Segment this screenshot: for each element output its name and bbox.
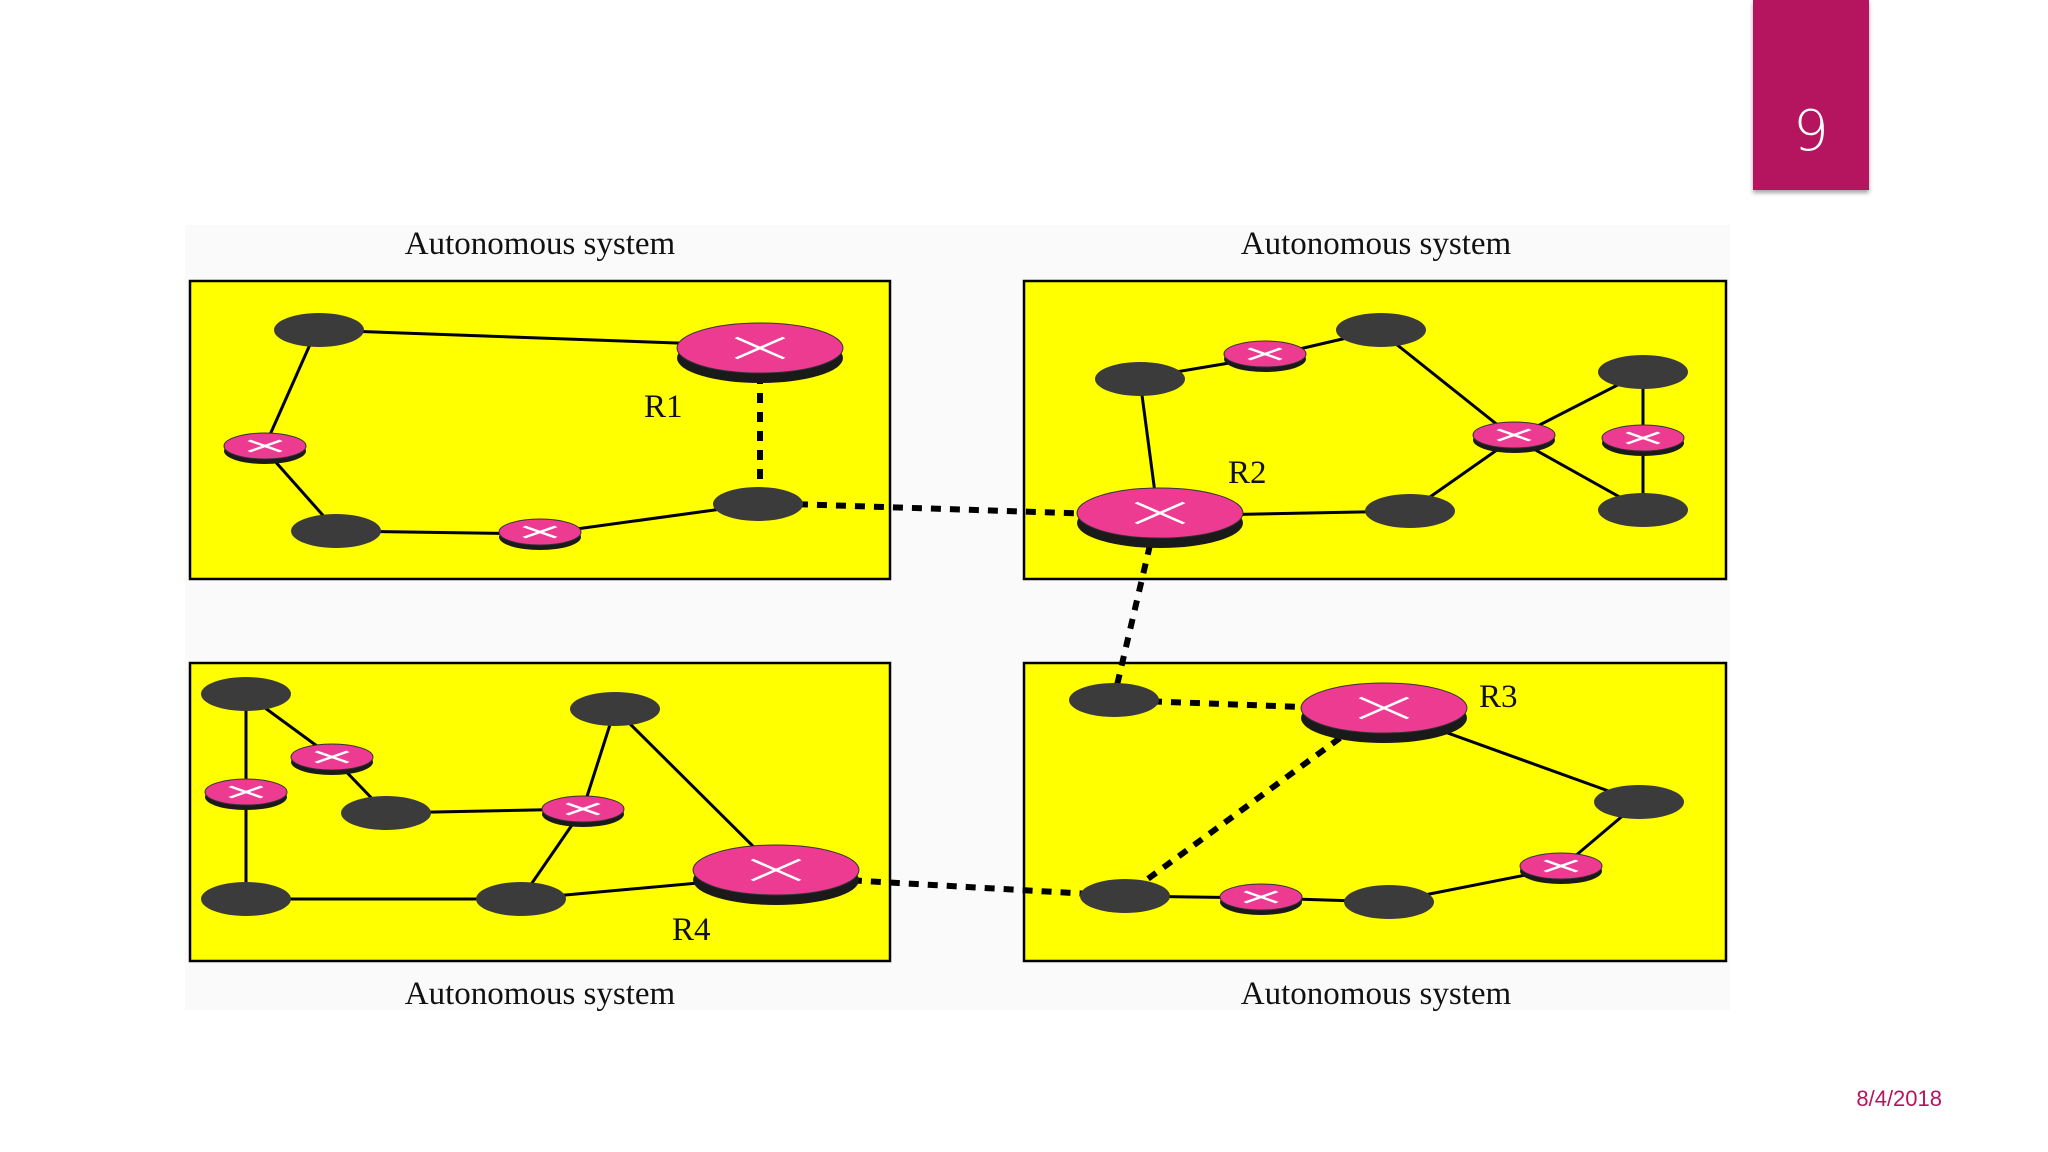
as-label-top-left: Autonomous system <box>405 226 676 262</box>
slide-number: 9 <box>1793 99 1829 164</box>
router-r3 <box>1300 683 1468 743</box>
hosts <box>201 313 1688 919</box>
router-r4 <box>692 845 860 905</box>
slide-date: 8/4/2018 <box>1856 1086 1942 1111</box>
border-routers <box>676 323 1468 905</box>
small-routers <box>204 341 1685 915</box>
router-r2 <box>1076 488 1244 548</box>
as-label-bottom-left: Autonomous system <box>405 976 676 1012</box>
slide-number-tab: 9 <box>1753 0 1869 190</box>
as-box-bottom-left <box>188 661 892 963</box>
router-label-r3: R3 <box>1479 679 1518 715</box>
router-label-r2: R2 <box>1228 455 1267 491</box>
as-label-bottom-right: Autonomous system <box>1241 976 1512 1012</box>
router-label-r4: R4 <box>672 912 711 948</box>
router-r1 <box>676 323 844 383</box>
as-label-top-right: Autonomous system <box>1241 226 1512 262</box>
router-label-r1: R1 <box>644 389 683 425</box>
